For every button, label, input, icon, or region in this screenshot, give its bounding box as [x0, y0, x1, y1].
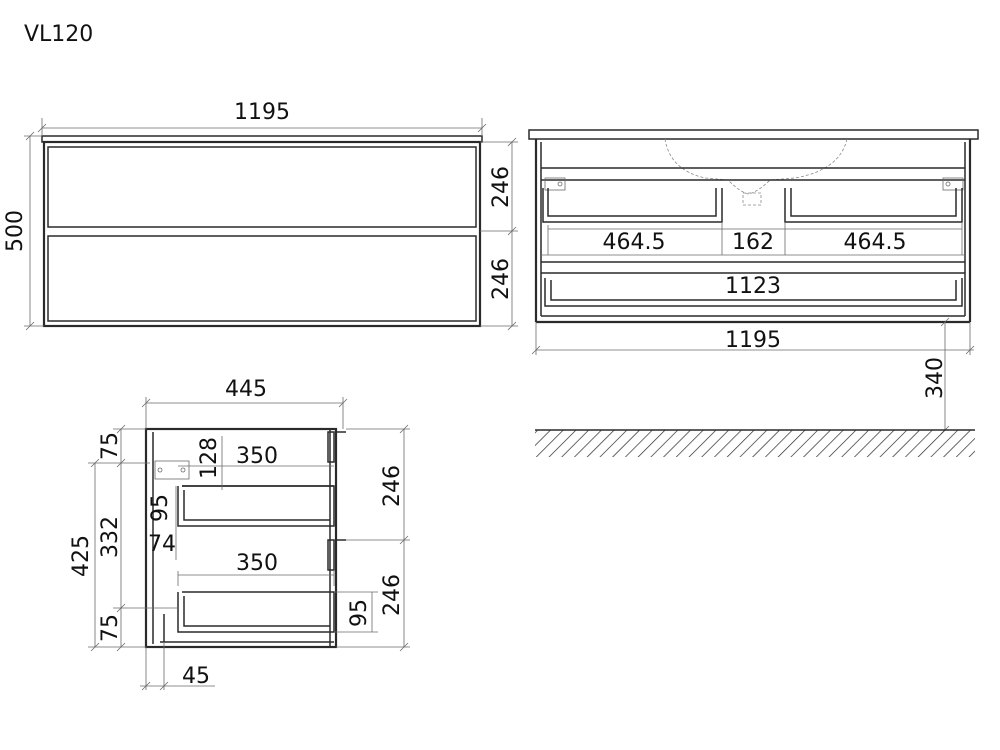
side-top-offset-label: 75	[98, 432, 123, 460]
model-title: VL120	[24, 22, 93, 47]
sink-drain	[742, 192, 762, 206]
side-total-height-label: 425	[69, 535, 94, 577]
front-height-label: 500	[3, 210, 28, 252]
front-view: 1195 500 246 246	[3, 100, 518, 331]
side-drawer-depth-top-label: 350	[236, 444, 278, 469]
side-bracket	[154, 460, 190, 480]
section-left-label: 464.5	[603, 230, 666, 255]
front-drawer-top-label: 246	[489, 166, 514, 208]
side-inner-height-label: 332	[98, 516, 123, 558]
side-left-dimensions	[88, 424, 178, 652]
section-middle-label: 162	[732, 230, 774, 255]
side-view: 445 75 425 332 75	[69, 377, 410, 691]
front-cabinet-body	[42, 140, 482, 328]
bracket-right	[942, 177, 964, 191]
floor-gap-label: 340	[923, 357, 948, 399]
side-depth-dimension	[141, 397, 348, 429]
front-drawer-dimensions	[480, 137, 518, 331]
floor-hatch	[535, 430, 975, 457]
side-front-bottom-label: 246	[380, 574, 405, 616]
section-dimensions	[541, 222, 965, 256]
front-width-label: 1195	[234, 100, 290, 125]
side-cabinet-body	[144, 427, 338, 649]
upper-drawer-right	[784, 188, 963, 223]
side-inner-dimensions	[175, 436, 378, 633]
side-handle-gap-label: 128	[197, 437, 222, 479]
side-depth-label: 445	[225, 377, 267, 402]
section-right-label: 464.5	[844, 230, 907, 255]
back-width-dimension	[531, 322, 975, 355]
side-back-offset-label: 45	[182, 664, 210, 689]
front-drawer-bottom	[47, 235, 477, 322]
back-view: 464.5 162 464.5 1123 1195 340	[528, 129, 979, 457]
front-width-dimension	[37, 118, 487, 136]
side-drawer-height-top-label: 95	[148, 494, 173, 522]
sink-basin-outline	[664, 138, 848, 195]
bracket-left	[544, 177, 566, 191]
upper-drawer-left	[542, 188, 723, 223]
back-countertop	[528, 129, 979, 140]
side-drawer-depth-bottom-label: 350	[236, 551, 278, 576]
side-spacing-label: 74	[148, 532, 176, 557]
front-drawer-bottom-label: 246	[489, 258, 514, 300]
side-right-dimensions	[336, 424, 410, 652]
side-front-top-label: 246	[380, 465, 405, 507]
front-height-dimension	[24, 131, 44, 331]
inner-width-label: 1123	[725, 274, 781, 299]
lower-drawer	[544, 278, 963, 307]
side-bottom-offset-label: 75	[98, 614, 123, 642]
side-back-offset-dimension	[140, 642, 215, 691]
side-drawer-height-bottom-label: 95	[347, 599, 372, 627]
back-width-label: 1195	[725, 328, 781, 353]
front-drawer-top	[47, 146, 477, 228]
